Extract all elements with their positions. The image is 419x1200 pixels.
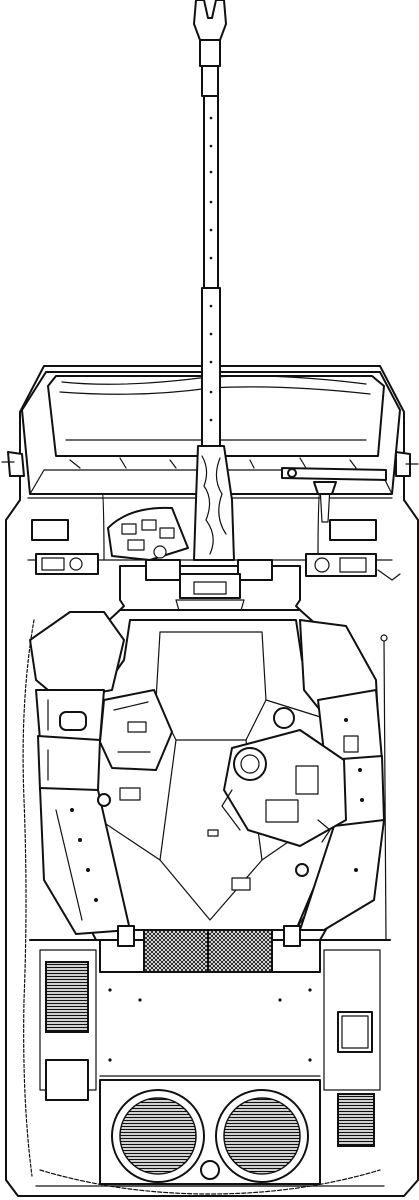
right-side-panels bbox=[299, 619, 385, 931]
right-antenna-rod bbox=[380, 634, 388, 941]
gun-mantlet-cover bbox=[193, 445, 235, 561]
left-antenna-cable bbox=[22, 619, 35, 1177]
left-hatch bbox=[99, 689, 173, 771]
rear-plate bbox=[99, 1079, 321, 1187]
left-air-intake bbox=[45, 961, 89, 1033]
rear-engine-deck bbox=[29, 939, 391, 1091]
right-air-intake bbox=[337, 1093, 375, 1147]
front-deck-tools bbox=[281, 467, 387, 523]
left-fan-cover bbox=[111, 1089, 205, 1183]
left-front-stowage bbox=[31, 519, 99, 575]
right-front-stowage bbox=[305, 519, 401, 581]
right-headlight bbox=[395, 451, 419, 477]
left-side-panels bbox=[29, 611, 131, 935]
rear-stowage-boxes bbox=[45, 1011, 373, 1101]
right-fan-cover bbox=[215, 1089, 309, 1183]
left-headlight bbox=[1, 451, 25, 477]
gun-mount-plate bbox=[119, 545, 301, 621]
gun-barrel bbox=[193, 0, 227, 447]
front-vision-block bbox=[107, 506, 189, 561]
tow-cables bbox=[39, 1169, 381, 1195]
deck-rivets bbox=[108, 988, 312, 1062]
roof-fittings bbox=[59, 707, 359, 891]
engine-deck-grille bbox=[117, 925, 301, 973]
right-hatch bbox=[221, 729, 347, 847]
